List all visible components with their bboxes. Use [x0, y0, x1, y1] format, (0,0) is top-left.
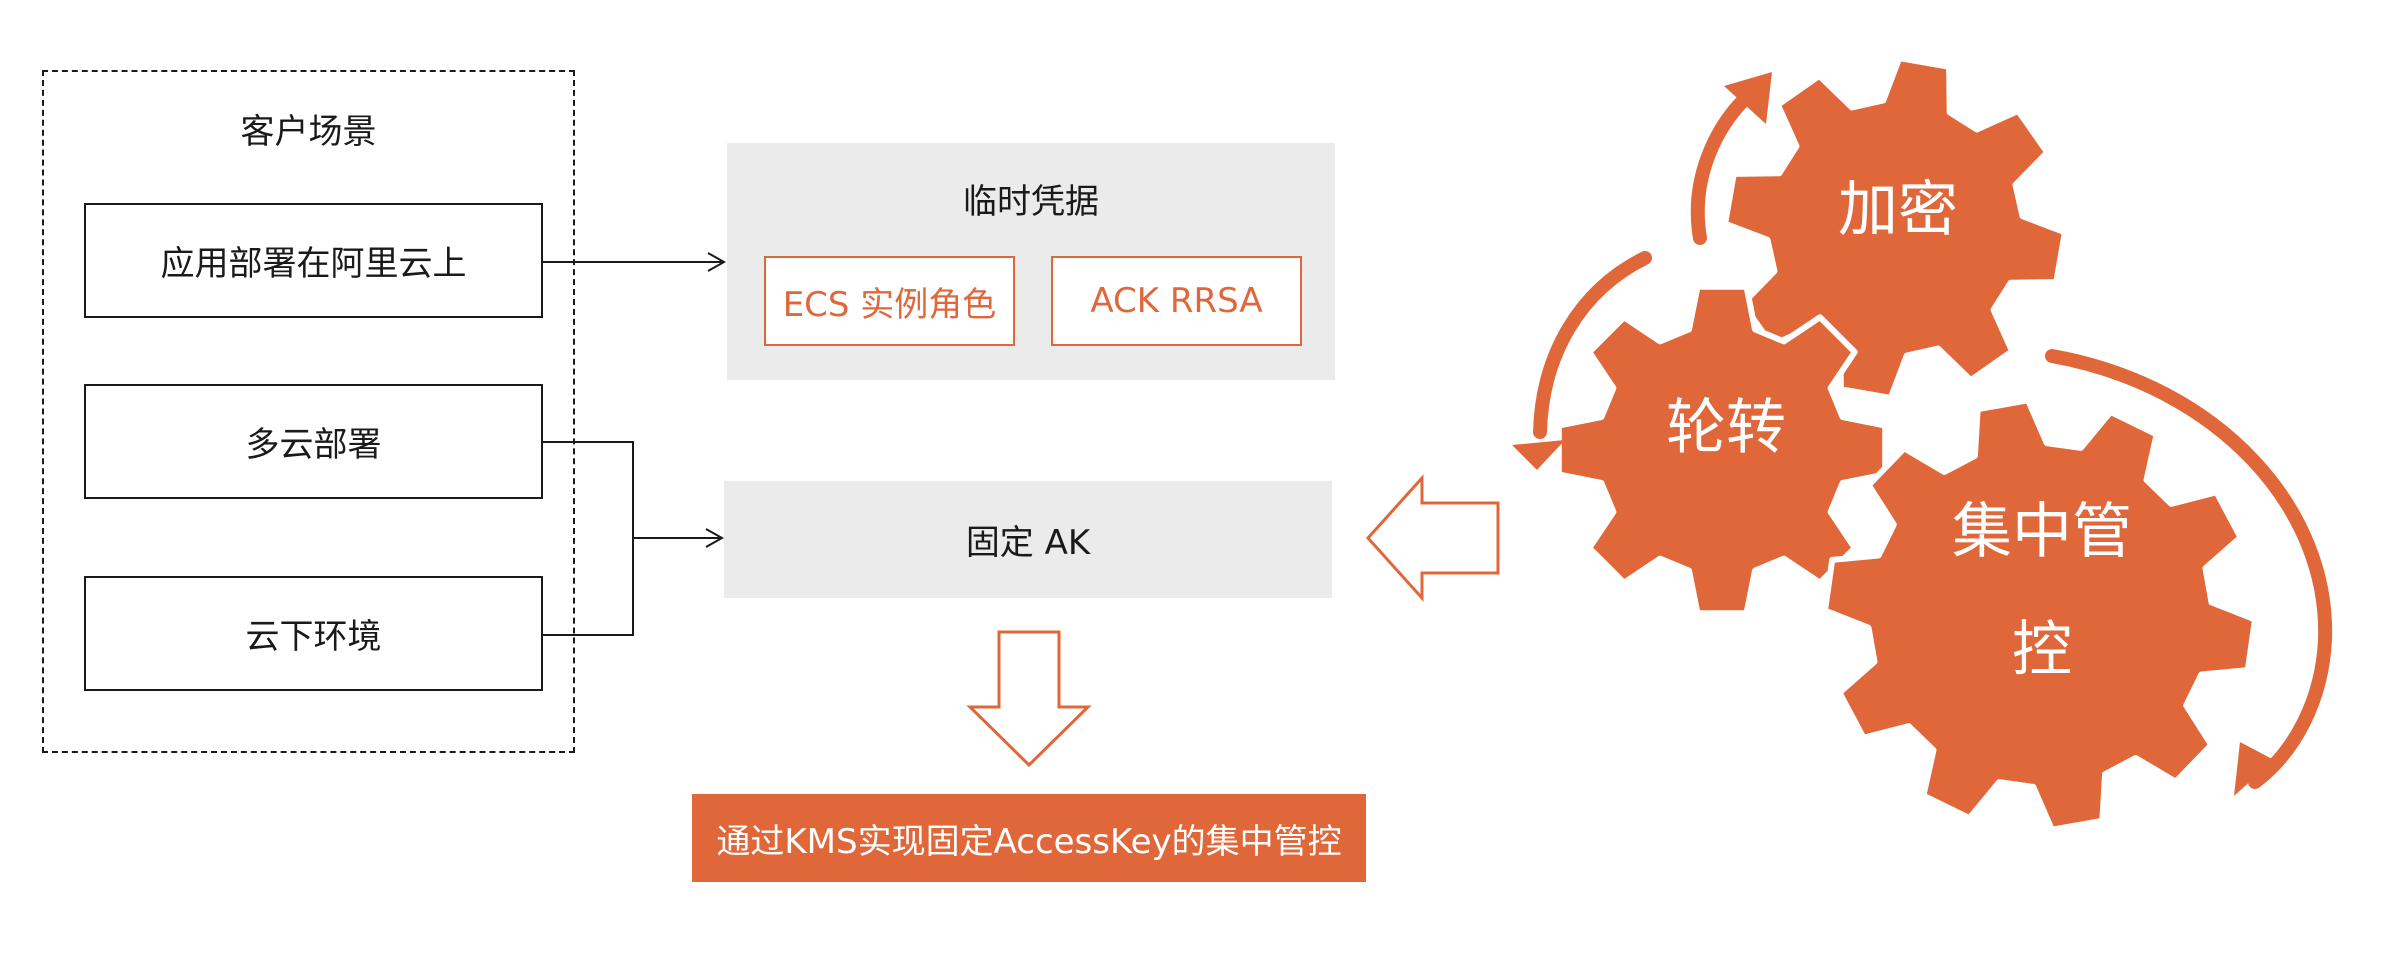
temp-credentials-title: 临时凭据 — [963, 181, 1099, 222]
arrowhead-fixed-ak — [705, 528, 725, 548]
cycle-arrow-right — [2045, 349, 2333, 789]
gear-rotate-label: 轮转 — [1666, 393, 1786, 463]
fixed-ak-box: 固定 AK — [724, 481, 1332, 598]
cycle-arrowhead-top — [1724, 72, 1772, 124]
scenario-alibaba-cloud: 应用部署在阿里云上 — [84, 203, 543, 318]
ecs-instance-role-box: ECS 实例角色 — [764, 256, 1015, 346]
gear-control-label-line2: 控 — [2012, 615, 2072, 685]
arrowhead-temp-credentials — [707, 252, 727, 272]
gear-encrypt-icon — [1722, 55, 2068, 401]
ack-rrsa-box: ACK RRSA — [1051, 256, 1302, 346]
gear-control-icon — [1822, 397, 2258, 833]
gear-control-label-line1: 集中管 — [1952, 497, 2132, 567]
hollow-down-arrow — [966, 630, 1092, 768]
cycle-arrowhead-right — [2234, 742, 2274, 796]
kms-result-banner: 通过KMS实现固定AccessKey的集中管控 — [692, 794, 1366, 882]
scenario-multi-cloud: 多云部署 — [84, 384, 543, 499]
gear-encrypt-label: 加密 — [1838, 175, 1958, 245]
hollow-left-arrow — [1365, 474, 1500, 602]
cycle-arrow-top — [1690, 85, 1759, 245]
connector-multi-cloud — [543, 441, 634, 636]
cycle-arrowhead-left — [1512, 440, 1565, 470]
scenario-container — [42, 70, 575, 753]
scenario-title: 客户场景 — [240, 111, 377, 152]
scenario-on-premise: 云下环境 — [84, 576, 543, 691]
cycle-arrow-left — [1533, 251, 1652, 439]
